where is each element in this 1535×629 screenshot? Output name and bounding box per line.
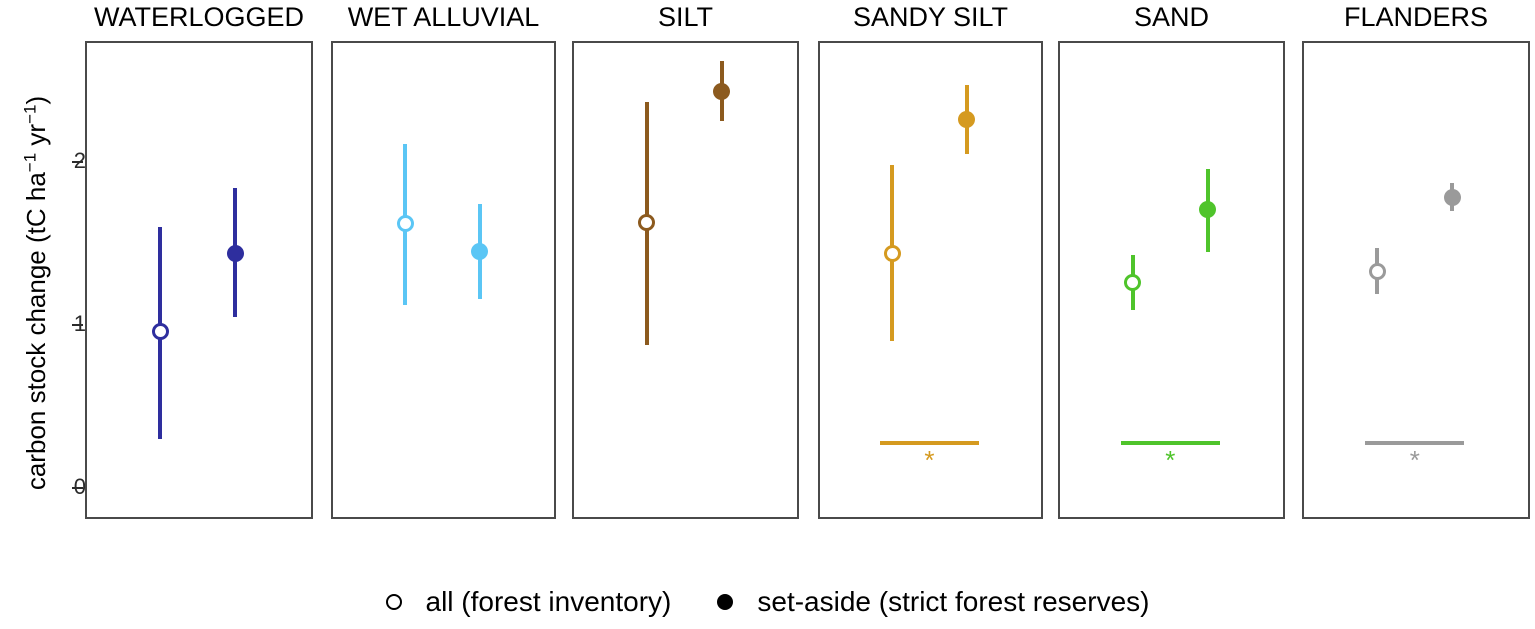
y-axis-tick-mark (72, 324, 83, 326)
panel-title-silt: SILT (657, 2, 713, 32)
legend-item: set-aside (strict forest reserves) (717, 586, 1149, 618)
panel-waterlogged (85, 41, 313, 519)
legend-label: set-aside (strict forest reserves) (757, 586, 1150, 617)
data-point-set-aside (1199, 200, 1217, 218)
panel-title-flanders: FLANDERS (1343, 2, 1489, 32)
significance-bar (1120, 441, 1220, 445)
significance-star: * (1409, 445, 1420, 475)
panel-sandy-silt (818, 41, 1043, 519)
data-point-all (1368, 262, 1386, 280)
significance-bar (1365, 441, 1465, 445)
panel-flanders (1302, 41, 1530, 519)
y-axis-tick-label: 1 (46, 311, 86, 337)
data-point-set-aside (226, 244, 244, 262)
data-point-set-aside (713, 83, 731, 101)
y-axis-tick-mark (72, 487, 83, 489)
panel-title-waterlogged: WATERLOGGED (93, 2, 304, 32)
data-point-set-aside (958, 111, 975, 129)
panel-title-sandy-silt: SANDY SILT (852, 2, 1009, 32)
y-axis-title: carbon stock change (tC ha−1 yr−1) (19, 43, 53, 543)
y-axis-tick-label: 0 (46, 474, 86, 500)
data-point-all (151, 323, 169, 341)
data-point-all (1124, 274, 1142, 292)
filled-circle-icon (717, 594, 734, 610)
panel-title-sand: SAND (1133, 2, 1209, 32)
significance-star: * (1165, 445, 1176, 475)
panel-silt (572, 41, 799, 519)
data-point-all (883, 244, 901, 262)
data-point-set-aside (1443, 189, 1461, 207)
y-axis-tick-label: 2 (46, 148, 86, 174)
legend-item: all (forest inventory) (385, 586, 672, 618)
data-point-set-aside (471, 243, 488, 261)
legend: all (forest inventory) set-aside (strict … (0, 578, 1535, 626)
data-point-all (638, 213, 656, 231)
panel-sand (1058, 41, 1285, 519)
significance-star: * (924, 445, 935, 475)
panel-wet-alluvial (331, 41, 556, 519)
y-axis-tick-mark (72, 161, 83, 163)
significance-bar (880, 441, 979, 445)
data-point-all (396, 215, 414, 233)
open-circle-icon (385, 594, 402, 610)
panel-title-wet-alluvial: WET ALLUVIAL (347, 2, 540, 32)
legend-label: all (forest inventory) (425, 586, 672, 617)
